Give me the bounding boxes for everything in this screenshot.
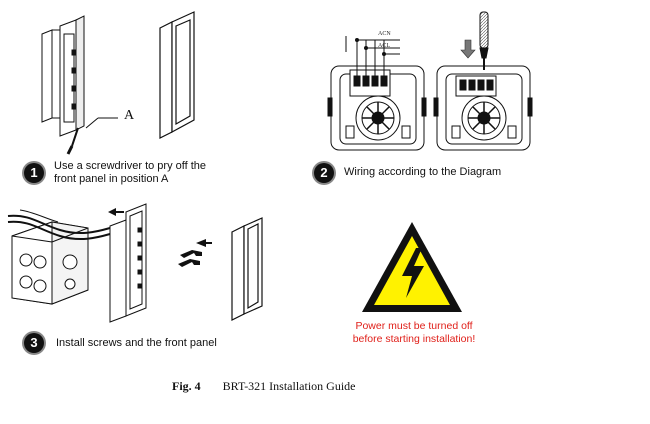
callout-label-a: A [124,108,135,123]
step2-wiring-installed [433,65,533,151]
step3-front-panel [231,217,263,321]
step-1-badge: 1 [24,163,44,183]
arrow-left-icon [108,208,124,216]
screwdriver-icon [479,11,489,70]
step3-thermostat [109,203,147,323]
step1-thermostat-drawing [41,15,118,155]
step-3-text: Install screws and the front panel [56,337,217,349]
arrow-down-icon [460,39,476,59]
step2-wiring-base [327,36,427,151]
step1-front-panel [159,11,195,139]
warning-line-2: before starting installation! [352,333,476,345]
step-2-badge: 2 [314,163,334,183]
warning-line-1: Power must be turned off [355,320,473,332]
step-2-text: Wiring according to the Diagram [344,166,502,178]
step-3-badge: 3 [24,333,44,353]
figure-number: Fig. 4 [172,379,201,393]
figure-title: BRT-321 Installation Guide [222,379,356,393]
lightning-warning-icon [362,222,462,312]
step3-wall-box [7,209,111,305]
figure-caption: Fig. 4 BRT-321 Installation Guide [172,379,356,394]
wire-label-acn: ACN [378,31,391,37]
step-1-text: Use a screwdriver to pry off the front p… [54,160,207,185]
warning-text: Power must be turned off before starting… [334,320,494,346]
screw-icon [178,239,212,267]
wire-label-acl: ACL [378,43,390,49]
